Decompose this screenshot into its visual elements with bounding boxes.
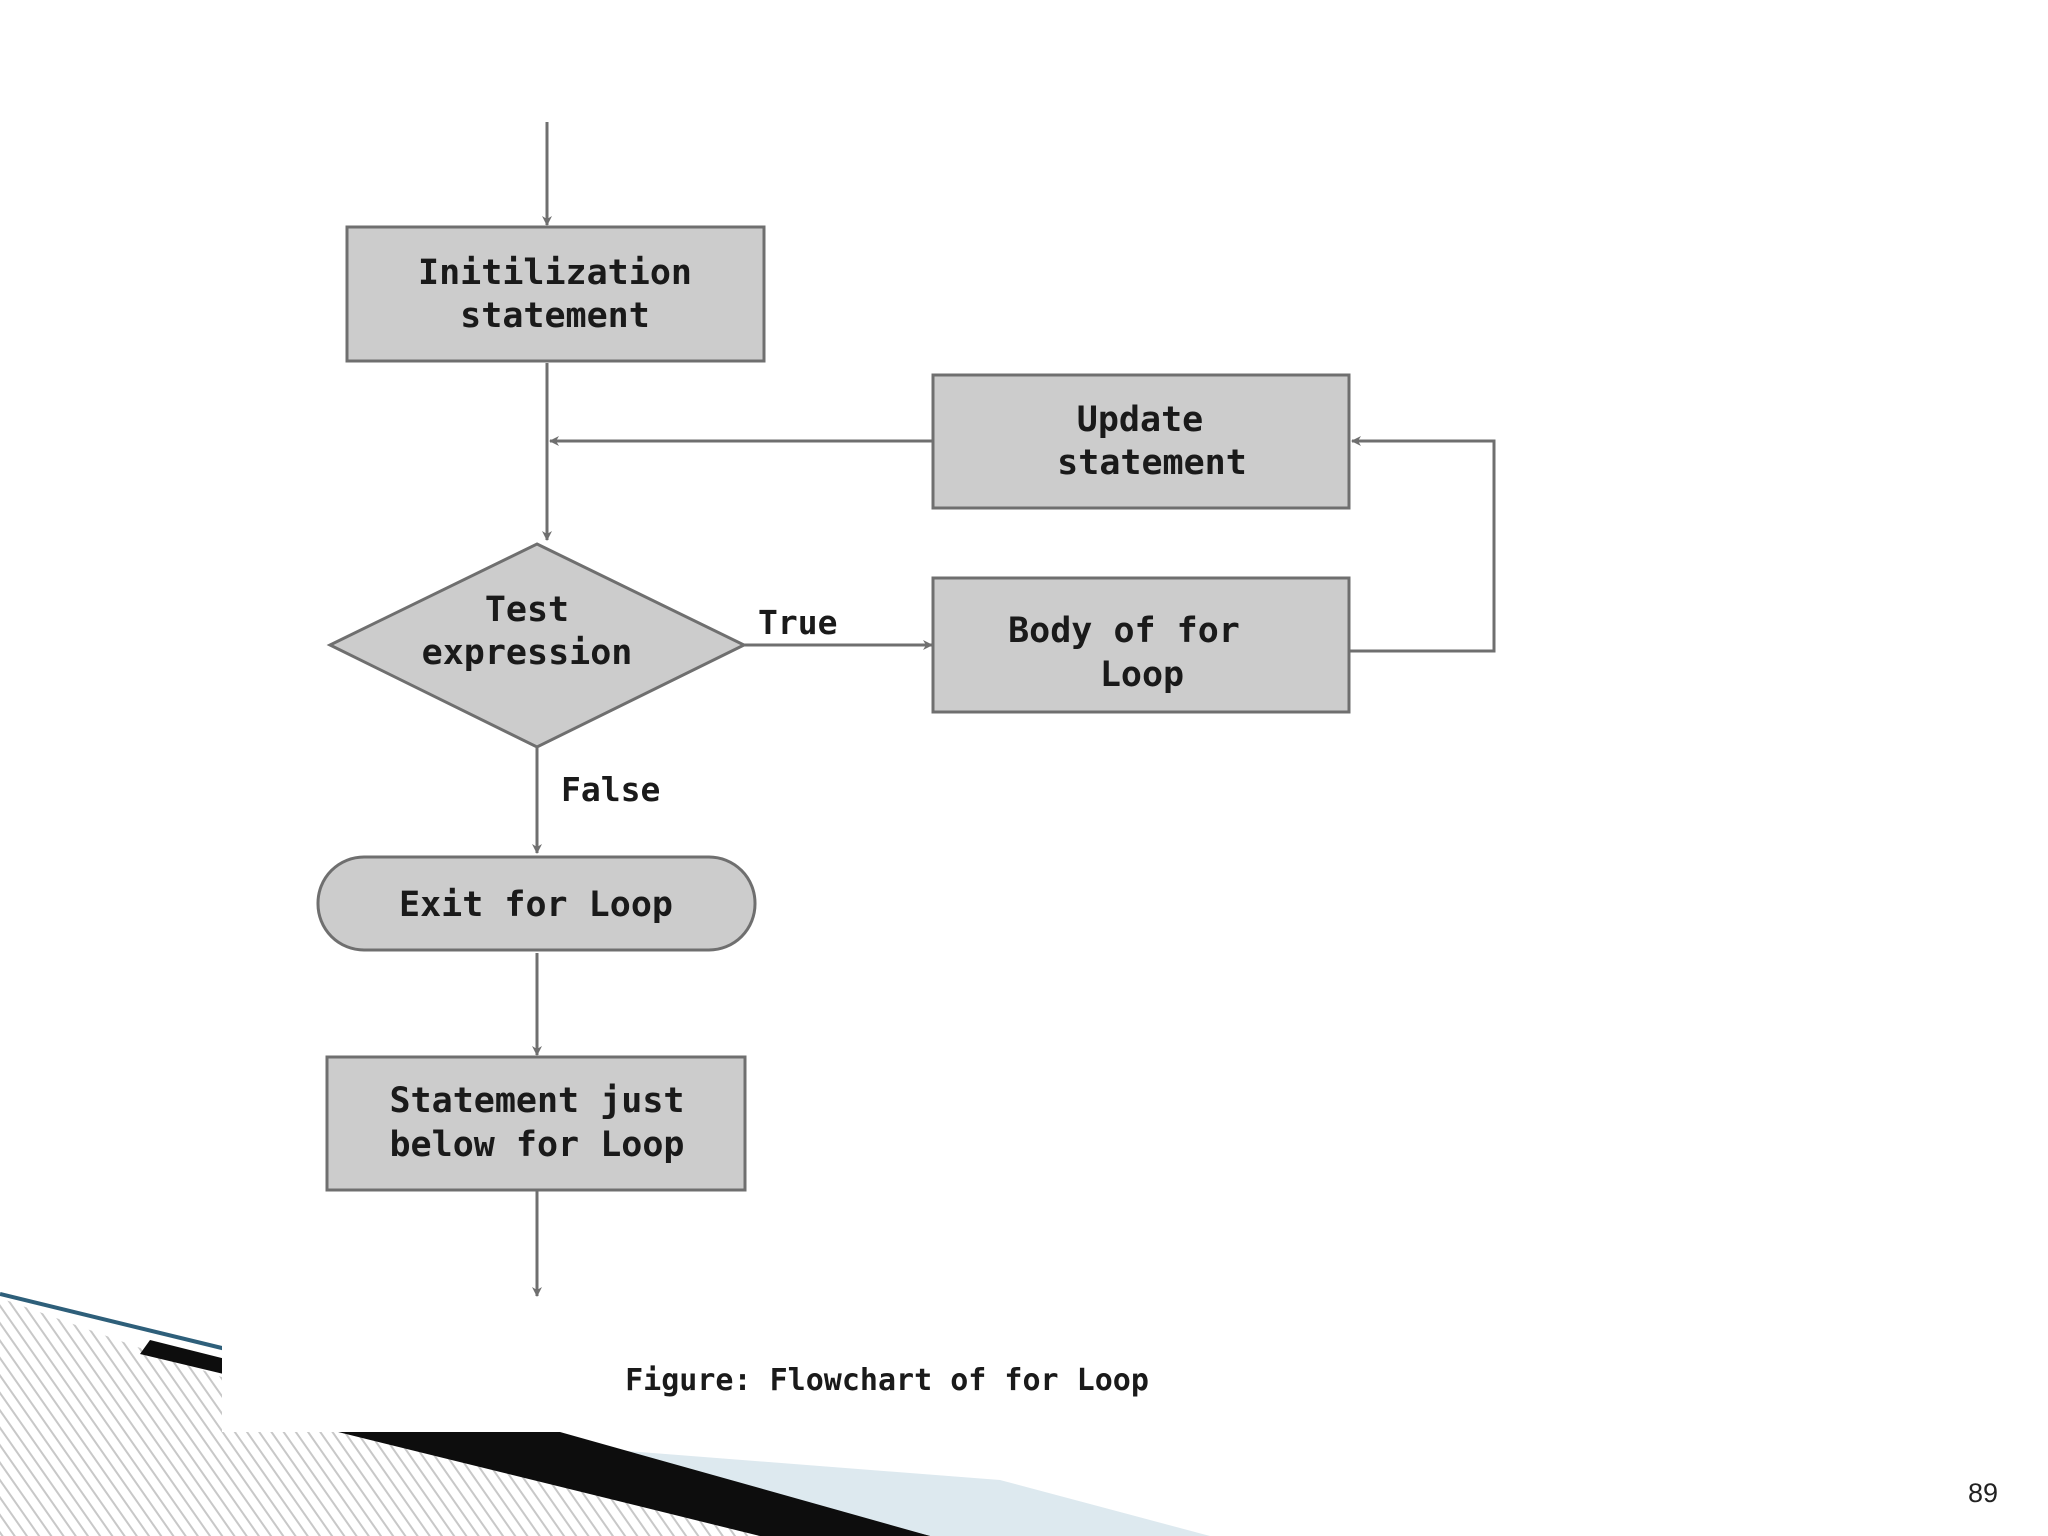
exit-loop-terminator: Exit for Loop <box>316 855 757 952</box>
update-line1: Update <box>1077 400 1203 440</box>
false-label: False <box>561 770 660 809</box>
statement-below-loop-box: Statement just below for Loop <box>325 1055 747 1192</box>
body-line2: Loop <box>1100 655 1184 695</box>
init-statement-box: Initilization statement <box>345 225 766 363</box>
test-line1: Test <box>485 590 569 630</box>
slide-number: 89 <box>1968 1478 1998 1508</box>
arrow-body-to-update <box>1349 436 1496 653</box>
init-line2: statement <box>460 296 650 336</box>
body-of-loop-box: Body of for Loop <box>931 576 1351 714</box>
exit-label: Exit for Loop <box>399 885 673 925</box>
swoosh-teal-line <box>0 1292 231 1352</box>
below-line1: Statement just <box>389 1081 684 1121</box>
connectors <box>532 122 1496 1297</box>
swoosh-hatch <box>0 1298 900 1536</box>
true-label: True <box>758 603 837 642</box>
swoosh-dark-band <box>330 1430 930 1536</box>
body-line1: Body of for <box>1008 611 1240 651</box>
update-statement-box: Update statement <box>931 373 1351 510</box>
init-line1: Initilization <box>418 253 692 293</box>
update-line2: statement <box>1057 443 1247 483</box>
test-expression-diamond: Test expression <box>326 542 748 749</box>
figure-caption: Figure: Flowchart of for Loop <box>625 1363 1149 1398</box>
test-line2: expression <box>422 633 633 673</box>
below-line2: below for Loop <box>389 1125 684 1165</box>
